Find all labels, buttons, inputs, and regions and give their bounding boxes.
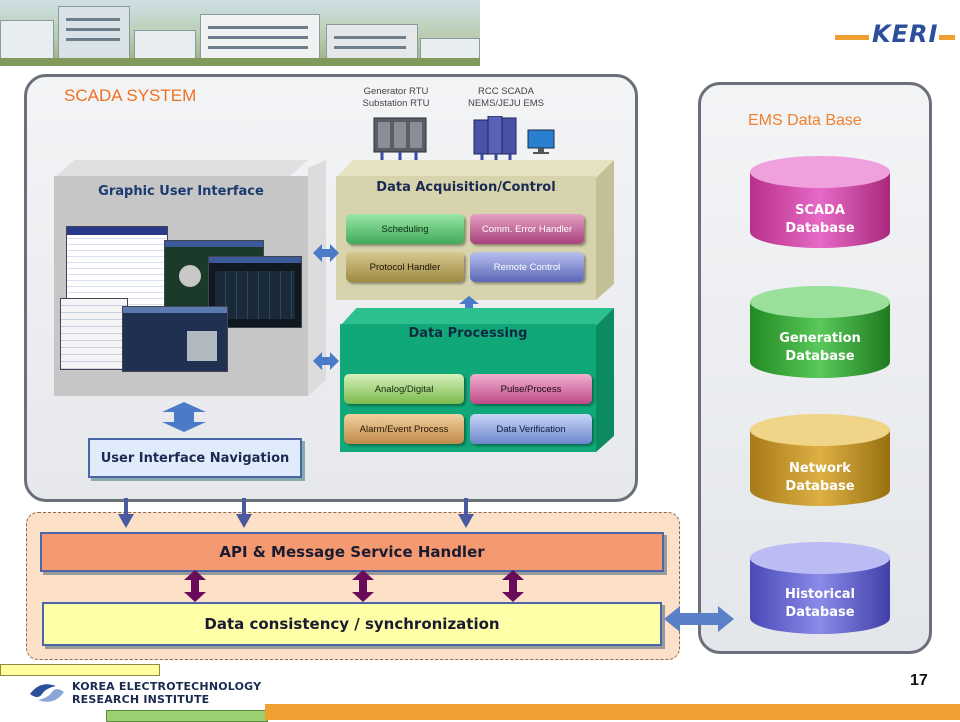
scada-system-title: SCADA SYSTEM xyxy=(64,86,197,105)
data-verification-module: Data Verification xyxy=(470,414,592,444)
data-consistency-synchronization: Data consistency / synchronization xyxy=(42,602,662,646)
gui-screenshots xyxy=(60,222,308,382)
down-arrow-icon xyxy=(118,498,134,528)
scada-database: SCADA Database xyxy=(750,156,890,248)
header-building-photo xyxy=(0,0,480,66)
gui-box-side xyxy=(308,160,326,396)
database-label: SCADA Database xyxy=(785,203,855,236)
vertical-arrow-icon xyxy=(502,570,524,602)
page-number: 17 xyxy=(910,672,928,689)
monitor-icon xyxy=(527,129,555,154)
server-tower-icon xyxy=(473,116,517,172)
substation-screenshot xyxy=(122,306,228,372)
dac-title: Data Acquisition/Control xyxy=(376,180,556,195)
network-database: Network Database xyxy=(750,414,890,506)
rtu-right-label: RCC SCADA NEMS/JEJU EMS xyxy=(467,86,544,109)
keri-logo-text: KERI xyxy=(872,20,939,48)
down-arrow-icon xyxy=(236,498,252,528)
horizontal-arrow-icon xyxy=(313,352,339,370)
historical-database: Historical Database xyxy=(750,542,890,634)
database-cylinder-icon xyxy=(750,286,890,378)
database-cylinder-icon xyxy=(750,156,890,248)
alarm-event-process-module: Alarm/Event Process xyxy=(344,414,464,444)
ems-database-title: EMS Data Base xyxy=(748,112,862,129)
database-label: Historical Database xyxy=(784,587,856,620)
pulse-process-module: Pulse/Process xyxy=(470,374,592,404)
up-down-arrow-icon xyxy=(162,402,206,432)
dp-box-top xyxy=(340,308,614,326)
dac-box-top xyxy=(336,160,614,178)
keri-logo: KERI xyxy=(835,20,955,50)
analog-digital-module: Analog/Digital xyxy=(344,374,464,404)
gui-box-top xyxy=(54,160,308,178)
footer-orange-strip xyxy=(265,704,960,720)
vertical-arrow-icon xyxy=(352,570,374,602)
gui-title: Graphic User Interface xyxy=(98,184,264,199)
remote-control-module: Remote Control xyxy=(470,252,584,282)
database-label: Network Database xyxy=(785,461,855,494)
protocol-handler-module: Protocol Handler xyxy=(346,252,464,282)
footer-green-strip xyxy=(106,710,268,722)
generation-database: Generation Database xyxy=(750,286,890,378)
dp-box-side xyxy=(596,308,614,452)
database-label: Generation Database xyxy=(779,331,861,364)
dac-box-side xyxy=(596,160,614,300)
horizontal-arrow-icon xyxy=(313,244,339,262)
vertical-arrow-icon xyxy=(184,570,206,602)
institute-name: KOREA ELECTROTECHNOLOGY RESEARCH INSTITU… xyxy=(72,680,262,706)
footer-yellow-strip xyxy=(0,664,160,676)
form-screenshot xyxy=(60,298,128,370)
api-message-service-handler: API & Message Service Handler xyxy=(40,532,664,572)
comm-error-handler-module: Comm. Error Handler xyxy=(470,214,584,244)
user-interface-navigation: User Interface Navigation xyxy=(88,438,302,478)
rtu-left-label: Generator RTU Substation RTU xyxy=(362,86,430,109)
down-arrow-icon xyxy=(458,498,474,528)
horizontal-arrow-icon xyxy=(664,606,734,632)
database-cylinder-icon xyxy=(750,542,890,634)
scheduling-module: Scheduling xyxy=(346,214,464,244)
dp-title: Data Processing xyxy=(408,326,528,341)
database-cylinder-icon xyxy=(750,414,890,506)
keri-emblem-icon xyxy=(30,684,64,702)
